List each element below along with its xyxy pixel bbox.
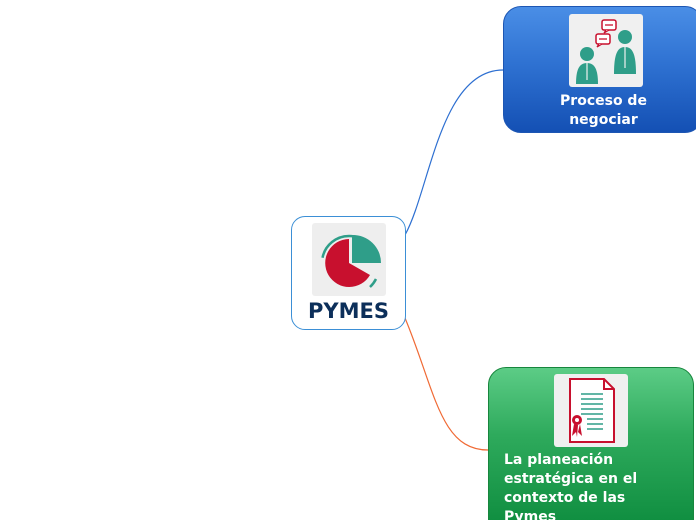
topic-label: La planeación estratégica en el contexto… <box>504 452 638 520</box>
certificate-document-icon <box>569 378 615 443</box>
topic-icon-tile <box>554 374 628 447</box>
central-topic-pymes[interactable]: PYMES <box>291 216 406 330</box>
central-topic-label: PYMES <box>308 299 389 323</box>
topic-proceso-de-negociar[interactable]: Proceso de negociar <box>503 6 696 133</box>
conversation-people-icon <box>576 19 636 84</box>
central-icon-tile <box>312 223 386 296</box>
connector-to-proceso-de-negociar <box>404 69 504 236</box>
pie-chart-icon <box>320 234 381 292</box>
topic-icon-tile <box>569 14 643 87</box>
connector-to-planeacion-estrategica <box>404 317 489 451</box>
topic-label: Proceso de negociar <box>560 93 647 128</box>
topic-planeacion-estrategica[interactable]: La planeación estratégica en el contexto… <box>488 367 694 520</box>
